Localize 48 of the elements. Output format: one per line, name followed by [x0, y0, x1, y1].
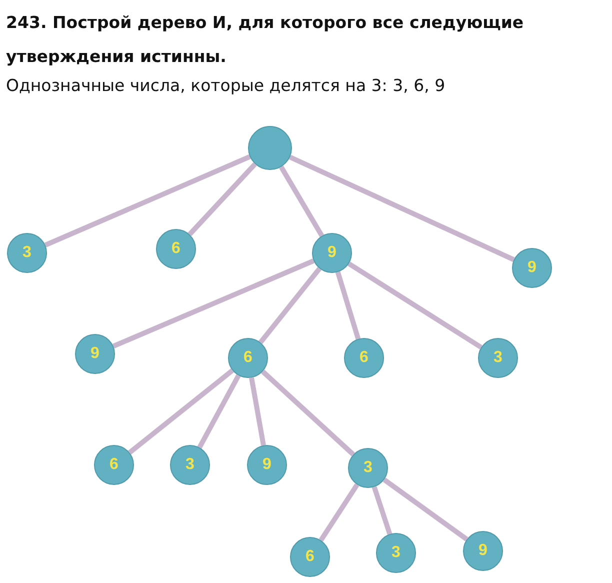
tree-branch: [348, 262, 482, 350]
node-number: 9: [528, 259, 536, 277]
tree-node-circle: [290, 537, 330, 577]
node-number: 6: [244, 349, 252, 367]
tree-branch: [197, 374, 241, 449]
node-number: 9: [328, 244, 336, 262]
node-number: 9: [478, 542, 488, 560]
tree-branch: [279, 166, 324, 238]
tree-node-circle: [463, 531, 503, 571]
tree-node-circle: [156, 229, 196, 269]
node-number: 9: [90, 345, 100, 363]
tree-node-circle: [75, 334, 115, 374]
tree-node-circle: [7, 233, 47, 273]
tree-node-circle: [94, 445, 134, 485]
tree-branch: [258, 267, 322, 344]
node-number: 6: [110, 456, 118, 474]
tree-branch: [112, 258, 315, 348]
tree-branch: [288, 154, 515, 262]
title: 243. Построй дерево И, для которого все следующие утверждения истинны.: [6, 12, 525, 68]
tree-node-circle: [312, 233, 352, 273]
note-text: Однозначные числа, которые делятся на 3: 3, 6, 9: [6, 76, 446, 95]
node-number: 3: [22, 244, 32, 262]
tree-branch: [261, 370, 355, 456]
tree-branch: [382, 478, 468, 542]
node-number: 3: [392, 544, 400, 562]
node-number: 6: [306, 548, 314, 566]
node-number: 6: [360, 349, 368, 367]
node-number: 9: [262, 456, 272, 474]
tree-node-circle: [512, 248, 552, 288]
tree-branch: [318, 483, 360, 542]
tree-branch: [249, 377, 266, 446]
node-number: 3: [364, 459, 372, 477]
tree-branch: [335, 271, 361, 340]
tree-node-circle: [170, 445, 210, 485]
tree-node-circle: [228, 338, 268, 378]
tree-node-circle: [344, 338, 384, 378]
tree-node-circle: [348, 448, 388, 488]
tree-branch: [44, 154, 251, 248]
tree-node-circle: [478, 338, 518, 378]
tree-node-circle: [248, 126, 292, 170]
node-number: 3: [494, 349, 502, 367]
tree-node-circle: [247, 445, 287, 485]
node-number: 6: [172, 240, 180, 258]
tree-branch: [188, 162, 257, 236]
tree-branch: [128, 368, 234, 454]
tree-branch: [372, 486, 392, 535]
node-number: 3: [186, 456, 194, 474]
tree-node-circle: [376, 533, 416, 573]
